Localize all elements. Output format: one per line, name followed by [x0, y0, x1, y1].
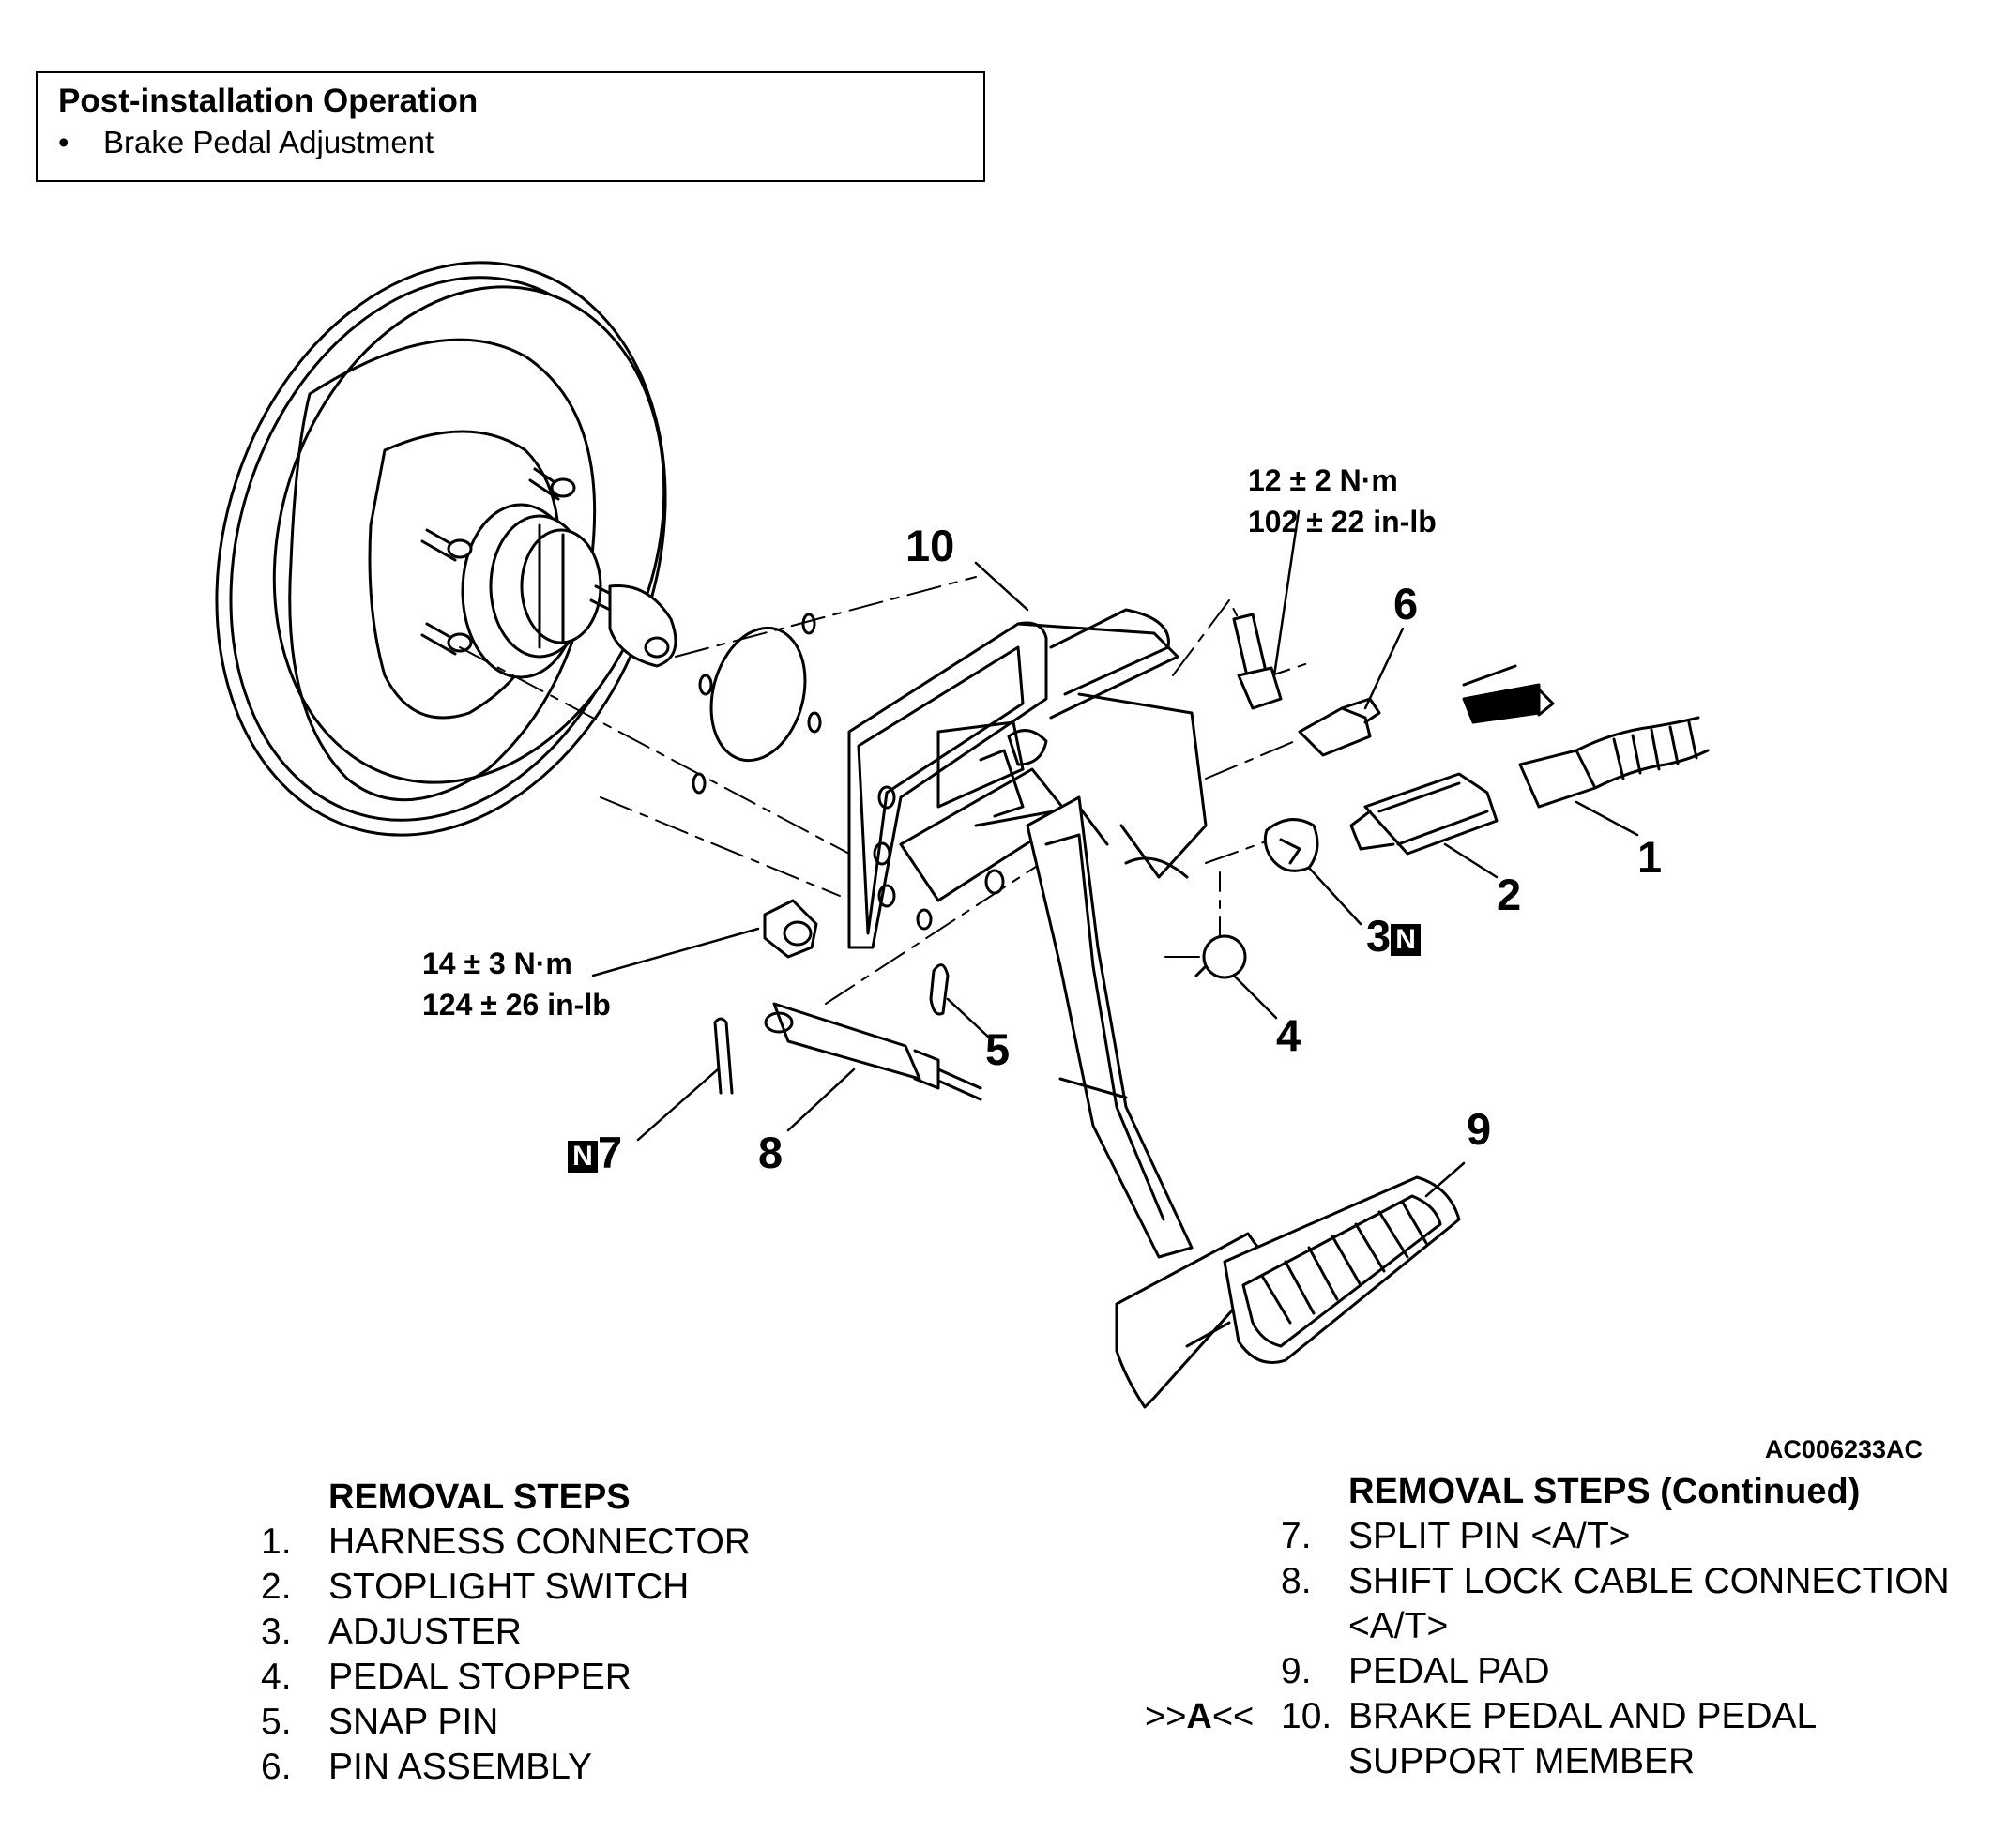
callout-5: 5 [985, 1024, 1011, 1074]
service-point-marker: >>A<< [1145, 1697, 1255, 1736]
torque-spec-lower: 14 ± 3 N·m 124 ± 26 in-lb [422, 943, 611, 1025]
removal-steps-continued: REMOVAL STEPS (Continued) 7.SPLIT PIN <A… [1145, 1469, 1950, 1784]
callout-4: 4 [1276, 1010, 1301, 1060]
callout-8: 8 [758, 1128, 784, 1177]
removal-steps-heading: REMOVAL STEPS [328, 1477, 631, 1517]
list-item: 8.SHIFT LOCK CABLE CONNECTION [1281, 1561, 1950, 1601]
new-part-tag-icon: N [1391, 924, 1422, 956]
leader-lines [591, 509, 1639, 1198]
list-item: 3.ADJUSTER [261, 1612, 522, 1652]
figure-code: AC006233AC [1764, 1435, 1923, 1463]
callout-3-number: 3 [1366, 911, 1392, 961]
gasket [692, 613, 822, 795]
pin-assembly [1298, 664, 1555, 757]
torque-upper-metric: 12 ± 2 N·m [1248, 463, 1398, 497]
post-installation-item: • Brake Pedal Adjustment [58, 125, 434, 160]
list-item: <A/T> [1348, 1606, 1449, 1646]
list-item: 2.STOPLIGHT SWITCH [261, 1567, 690, 1607]
post-installation-title: Post-installation Operation [58, 83, 479, 119]
bolt [1232, 613, 1283, 710]
pedal-pad [1115, 1175, 1461, 1409]
list-item: 10.BRAKE PEDAL AND PEDAL [1281, 1696, 1818, 1736]
callout-6: 6 [1393, 579, 1419, 629]
list-item: SUPPORT MEMBER [1348, 1741, 1696, 1781]
shift-lock-cable [764, 1002, 982, 1101]
brake-pedal-exploded-view [215, 261, 1710, 1409]
pedal-stopper [1194, 934, 1247, 979]
torque-lower-imperial: 124 ± 26 in-lb [422, 988, 611, 1022]
brake-booster [215, 261, 677, 837]
new-part-tag-icon: N [568, 1141, 598, 1173]
list-item: 9.PEDAL PAD [1281, 1651, 1550, 1691]
removal-steps: REMOVAL STEPS 1.HARNESS CONNECTOR 2.STOP… [261, 1475, 751, 1790]
brake-pedal-arm [1026, 795, 1194, 1259]
split-pin [713, 1017, 734, 1095]
post-installation-box: Post-installation Operation • Brake Pedal… [36, 71, 985, 182]
removal-steps-continued-heading: REMOVAL STEPS (Continued) [1348, 1472, 1861, 1511]
bullet-icon: • [58, 125, 69, 159]
callout-7-number: 7 [598, 1128, 623, 1177]
harness-connector [1518, 716, 1710, 809]
pedal-support-member [847, 608, 1208, 949]
adjuster [1263, 818, 1319, 872]
snap-pin [929, 963, 950, 1016]
callout-10: 10 [905, 521, 955, 570]
list-item: 4.PEDAL STOPPER [261, 1657, 631, 1697]
list-item: 6.PIN ASSEMBLY [261, 1747, 593, 1787]
torque-upper-imperial: 102 ± 22 in-lb [1248, 505, 1437, 538]
callout-2: 2 [1497, 870, 1522, 919]
post-installation-item-label: Brake Pedal Adjustment [103, 125, 434, 159]
list-item: 5.SNAP PIN [261, 1702, 499, 1742]
callout-9: 9 [1467, 1104, 1492, 1154]
list-item: 7.SPLIT PIN <A/T> [1281, 1516, 1631, 1556]
torque-lower-metric: 14 ± 3 N·m [422, 947, 572, 980]
list-item: 1.HARNESS CONNECTOR [261, 1522, 752, 1562]
callout-1: 1 [1637, 832, 1663, 882]
nut [763, 899, 818, 959]
stoplight-switch [1349, 772, 1499, 856]
torque-spec-upper: 12 ± 2 N·m 102 ± 22 in-lb [1248, 460, 1437, 542]
